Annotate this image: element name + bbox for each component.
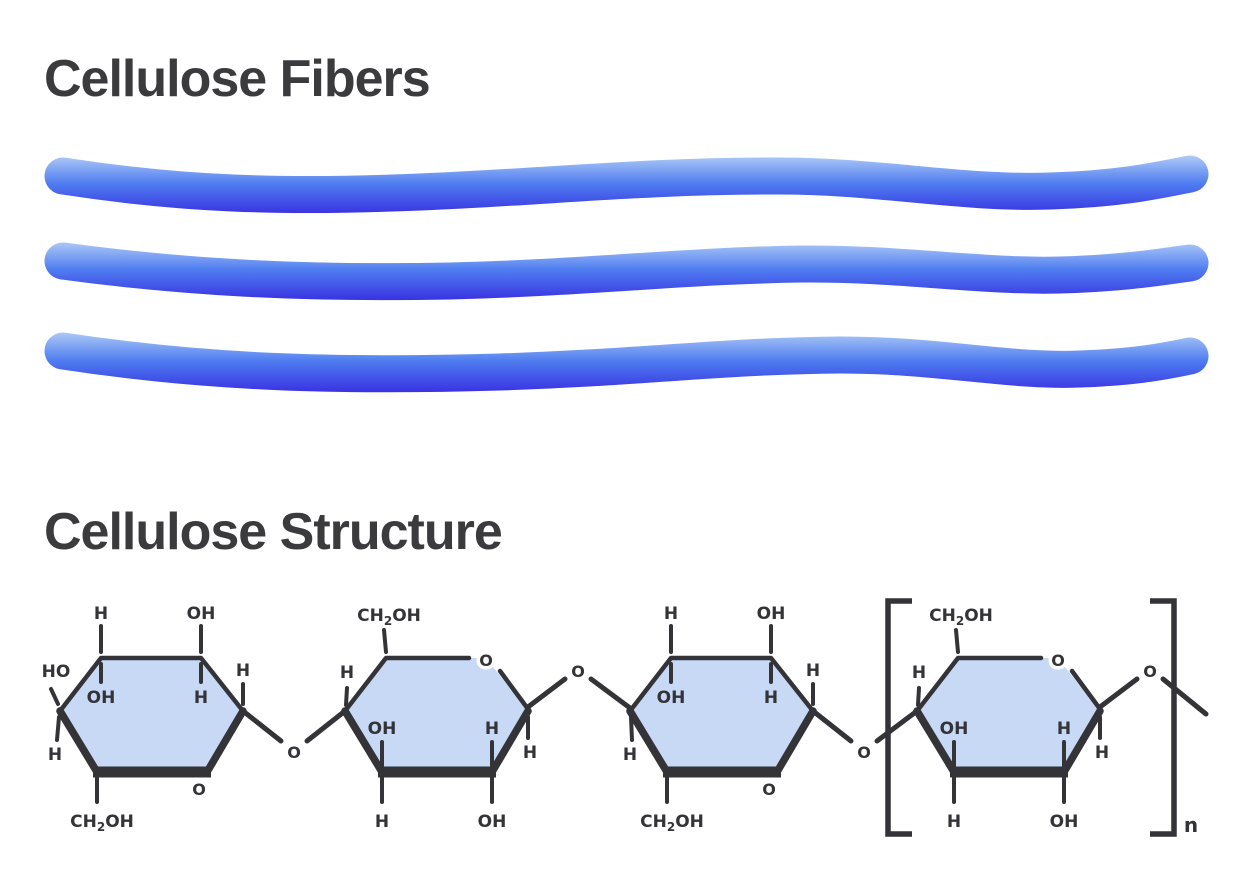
- ring-oxygen-label: O: [192, 780, 206, 799]
- glycosidic-links: [240, 676, 1209, 744]
- bond: [1097, 676, 1209, 717]
- ring-edge: [627, 655, 816, 714]
- ring-edge: [342, 655, 531, 714]
- glucose-ring-3: H OH H OH H H O CH2OH: [623, 604, 820, 834]
- ch2oh-label: CH2OH: [640, 812, 704, 834]
- oh-label: OH: [478, 812, 507, 832]
- cellulose-fiber-1: [44, 155, 1209, 214]
- ring-fill: [917, 658, 1100, 772]
- h-label: H: [806, 661, 820, 681]
- ring-edge: [626, 707, 817, 776]
- h-label: H: [623, 745, 637, 765]
- cellulose-fiber-3: [44, 332, 1209, 393]
- oh-label: OH: [87, 688, 116, 708]
- bond: [525, 676, 633, 711]
- h-label: H: [94, 604, 108, 624]
- ring-oxygen-label: O: [1051, 651, 1065, 670]
- ring-edge: [56, 707, 247, 776]
- ch2oh-label: CH2OH: [357, 606, 421, 628]
- h-label: H: [947, 812, 961, 832]
- ring-fill: [345, 658, 528, 772]
- oh-label: OH: [940, 719, 969, 739]
- h-label: H: [48, 745, 62, 765]
- cellulose-fibers-group: [44, 155, 1209, 393]
- h-label: H: [236, 661, 250, 681]
- h-label: H: [912, 663, 926, 683]
- title-cellulose-structure: Cellulose Structure: [44, 503, 502, 561]
- cellulose-structure-group: n H OH H OH H HO H O CH2OH CH2OH H: [42, 598, 1209, 837]
- substituent-bonds: [629, 624, 815, 804]
- ring-fill: [630, 658, 813, 772]
- ring-edge: [913, 707, 1104, 776]
- substituent-bonds: [344, 628, 530, 804]
- glucose-ring-1: H OH H OH H HO H O CH2OH: [42, 604, 250, 834]
- ring-fill: [60, 658, 243, 772]
- ring-edge: [341, 707, 532, 776]
- glucose-ring-4: CH2OH H O H OH H H OH: [912, 606, 1109, 832]
- oh-label: OH: [1050, 812, 1079, 832]
- glycosidic-oxygen-labels: O O O O: [284, 659, 1161, 766]
- ring-oxygen-label: O: [479, 651, 493, 670]
- h-label: H: [375, 812, 389, 832]
- h-label: H: [485, 719, 499, 739]
- ring-edge: [57, 655, 246, 714]
- n-subscript-label: n: [1184, 813, 1198, 837]
- h-label: H: [340, 663, 354, 683]
- h-label: H: [764, 688, 778, 708]
- glycosidic-oxygen-label: O: [571, 662, 585, 681]
- ch2oh-label: CH2OH: [70, 812, 134, 834]
- repeat-bracket-left: [885, 598, 912, 837]
- ring-edge: [914, 655, 1103, 714]
- glycosidic-oxygen-label: O: [857, 743, 871, 762]
- glycosidic-oxygen-label: O: [287, 743, 301, 762]
- bond: [810, 708, 920, 744]
- substituent-bonds: [916, 628, 1102, 804]
- glucose-ring-2: CH2OH H O H OH H H OH: [340, 606, 537, 832]
- ch2oh-label: CH2OH: [929, 606, 993, 628]
- substituent-bonds: [49, 624, 245, 804]
- cellulose-fiber-2: [44, 242, 1209, 301]
- h-label: H: [1057, 719, 1071, 739]
- oh-label: OH: [368, 719, 397, 739]
- ho-label: HO: [42, 662, 71, 682]
- h-label: H: [523, 743, 537, 763]
- h-label: H: [1095, 743, 1109, 763]
- h-label: H: [664, 604, 678, 624]
- h-label: H: [194, 688, 208, 708]
- oh-label: OH: [757, 604, 786, 624]
- oh-label: OH: [657, 688, 686, 708]
- repeat-bracket-right: [1150, 598, 1177, 837]
- oh-label: OH: [187, 604, 216, 624]
- ring-oxygen-label: O: [762, 780, 776, 799]
- bond: [240, 708, 348, 744]
- glycosidic-oxygen-label: O: [1143, 662, 1157, 681]
- title-cellulose-fibers: Cellulose Fibers: [44, 50, 430, 108]
